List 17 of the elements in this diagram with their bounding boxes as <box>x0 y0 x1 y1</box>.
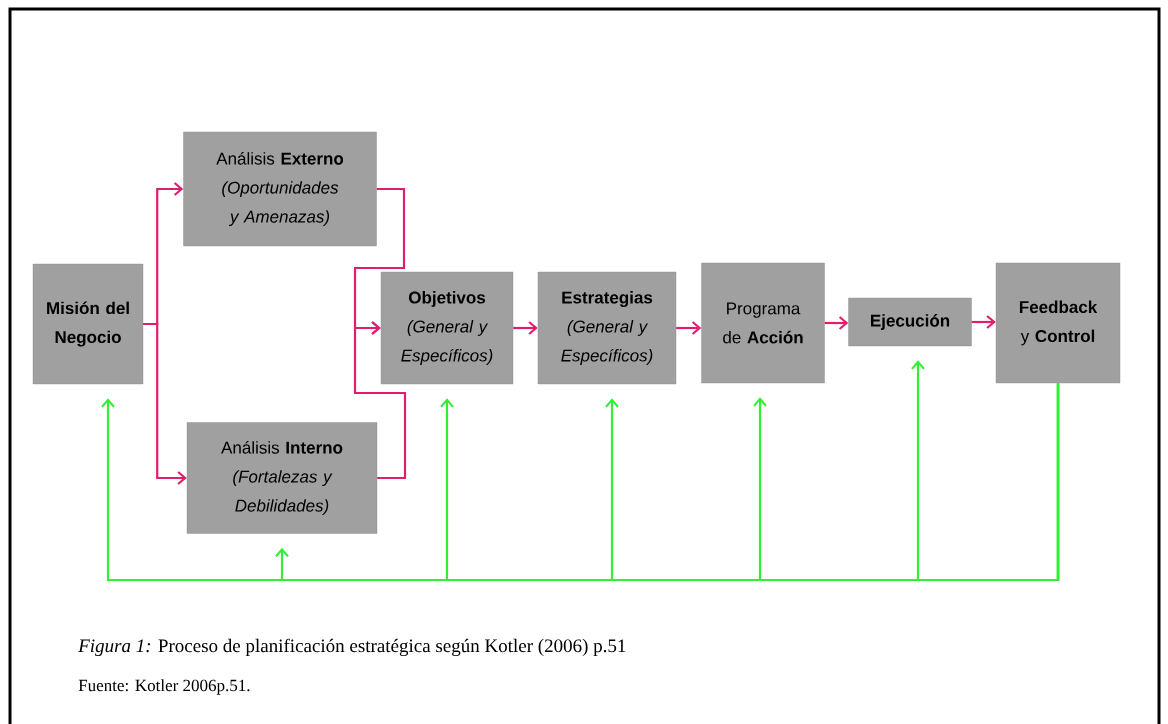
arrow <box>676 321 702 335</box>
arrow <box>513 321 538 335</box>
source-note: Fuente: Kotler 2006p.51. <box>78 679 250 695</box>
arrow <box>971 315 996 329</box>
arrow <box>824 316 849 330</box>
arrow <box>353 321 407 480</box>
process-box: Ejecución <box>848 297 972 347</box>
arrow <box>143 322 187 485</box>
process-box: Objetivos (General y Específicos) <box>380 271 514 385</box>
process-box: Misión del Negocio <box>32 263 144 385</box>
process-box: Feedback y Control <box>995 262 1121 384</box>
process-box: Análisis Interno (Fortalezas y Debilidades) <box>186 422 378 534</box>
figure-caption: Figura 1: Proceso de planificación estratégica según Kotler (2006) p.51 <box>78 638 626 657</box>
process-box: Programa de Acción <box>701 262 825 384</box>
arrow <box>911 360 1060 582</box>
process-box: Análisis Externo (Oportunidades y Amenazas) <box>183 131 377 247</box>
process-box: Estrategias (General y Específicos) <box>537 271 677 385</box>
